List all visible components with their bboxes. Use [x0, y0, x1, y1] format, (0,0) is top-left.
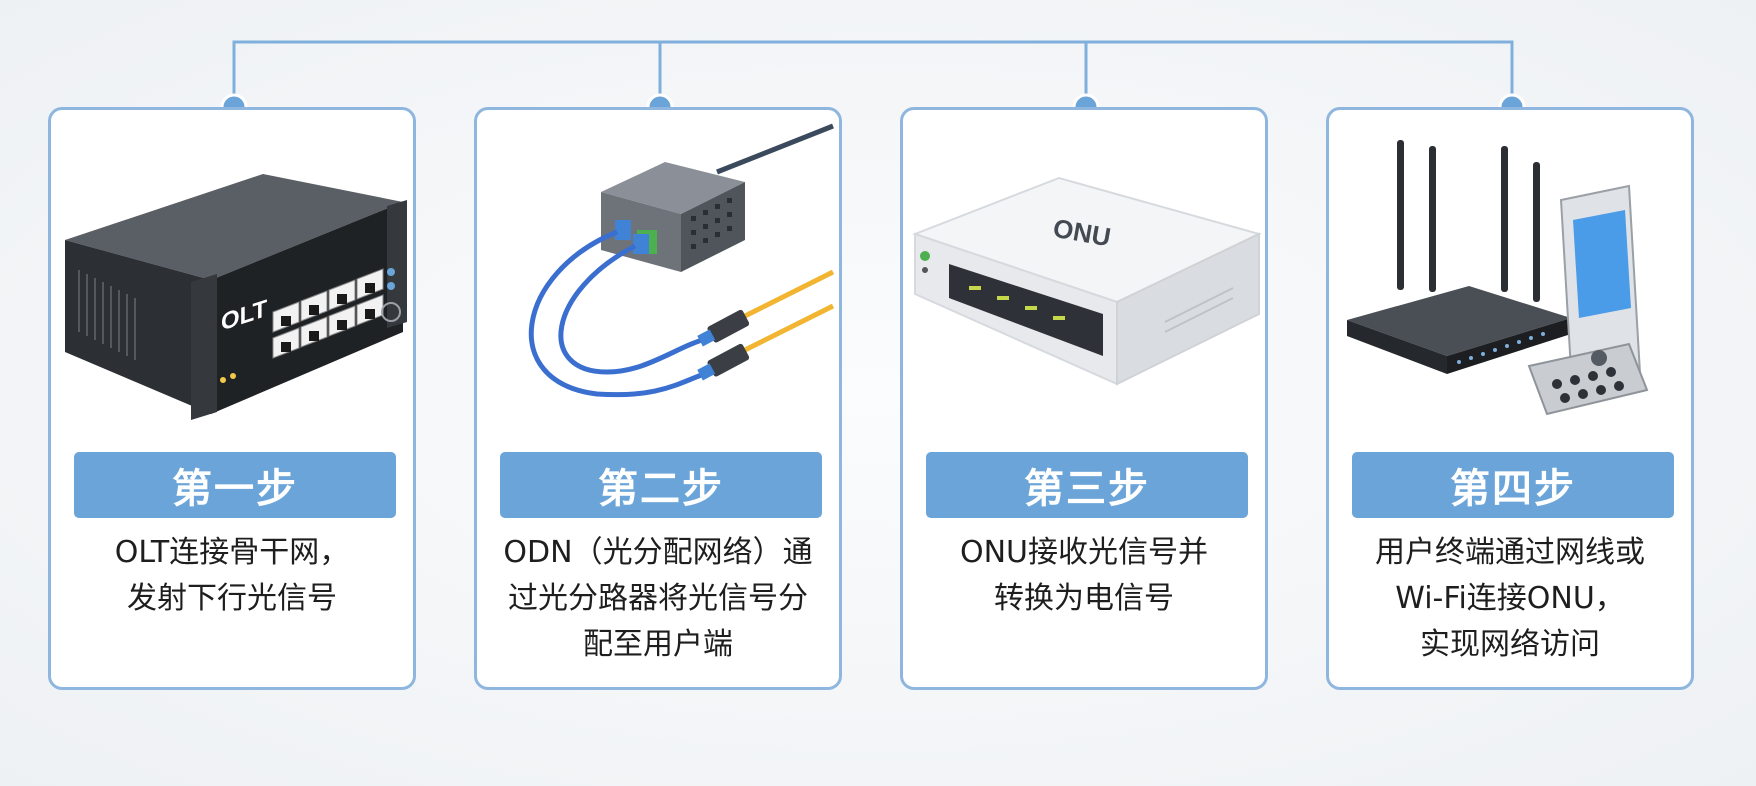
step-title-4: 第四步 [1352, 452, 1674, 518]
step-description-1: OLT连接骨干网， 发射下行光信号 [114, 535, 350, 616]
step-description-4: 用户终端通过网线或 Wi-Fi连接ONU， 实现网络访问 [1375, 535, 1645, 662]
step-card-2: 第二步 ODN（光分配网络）通 过光分路器将光信号分 配至用户端 [474, 107, 842, 690]
step-card-1: OLT 第一步 OLT连接骨干网， 发射下行光信号 [48, 107, 416, 690]
step-card-4: 第四步 用户终端通过网线或 Wi-Fi连接ONU， 实现网络访问 [1326, 107, 1694, 690]
optical-splitter-icon [528, 123, 835, 398]
router-and-phone-icon [1347, 140, 1649, 416]
step-description-3: ONU接收光信号并 转换为电信号 [959, 535, 1208, 616]
step-title-3: 第三步 [926, 452, 1248, 518]
onu-device-icon: ONU [912, 176, 1262, 386]
step-title-1: 第一步 [74, 452, 396, 518]
olt-device-icon: OLT [65, 174, 407, 420]
step-card-3: ONU 第三步 ONU接收光信号并 转换为电信号 [900, 107, 1268, 690]
step-description-2: ODN（光分配网络）通 过光分路器将光信号分 配至用户端 [503, 535, 813, 662]
step-title-2: 第二步 [500, 452, 822, 518]
